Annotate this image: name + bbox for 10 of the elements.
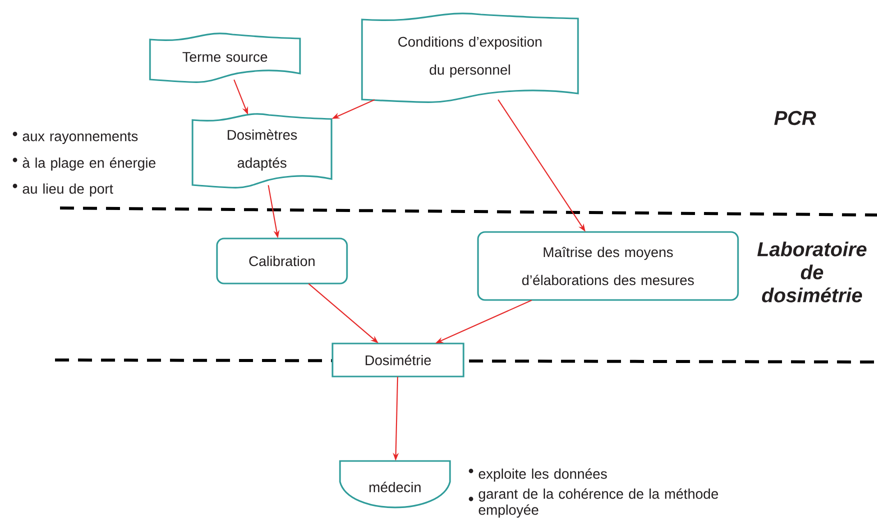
process-box: Dosimétrie (332, 342, 464, 378)
bullet-item: garant de la cohérence de la méthode employée (468, 488, 718, 518)
bullet-item: à la plage en énergie (12, 157, 156, 171)
bullet-item: au lieu de port (12, 183, 114, 197)
zone-label: PCR (774, 110, 816, 126)
process-box: Calibration (216, 238, 348, 284)
bullet-item: aux rayonnements (12, 132, 138, 144)
zone-label: Laboratoire de dosimétrie (757, 242, 866, 302)
bullet-item: exploite les données (468, 468, 607, 482)
process-box: Maîtrise des moyens d’élaborations des mesures (477, 231, 739, 301)
